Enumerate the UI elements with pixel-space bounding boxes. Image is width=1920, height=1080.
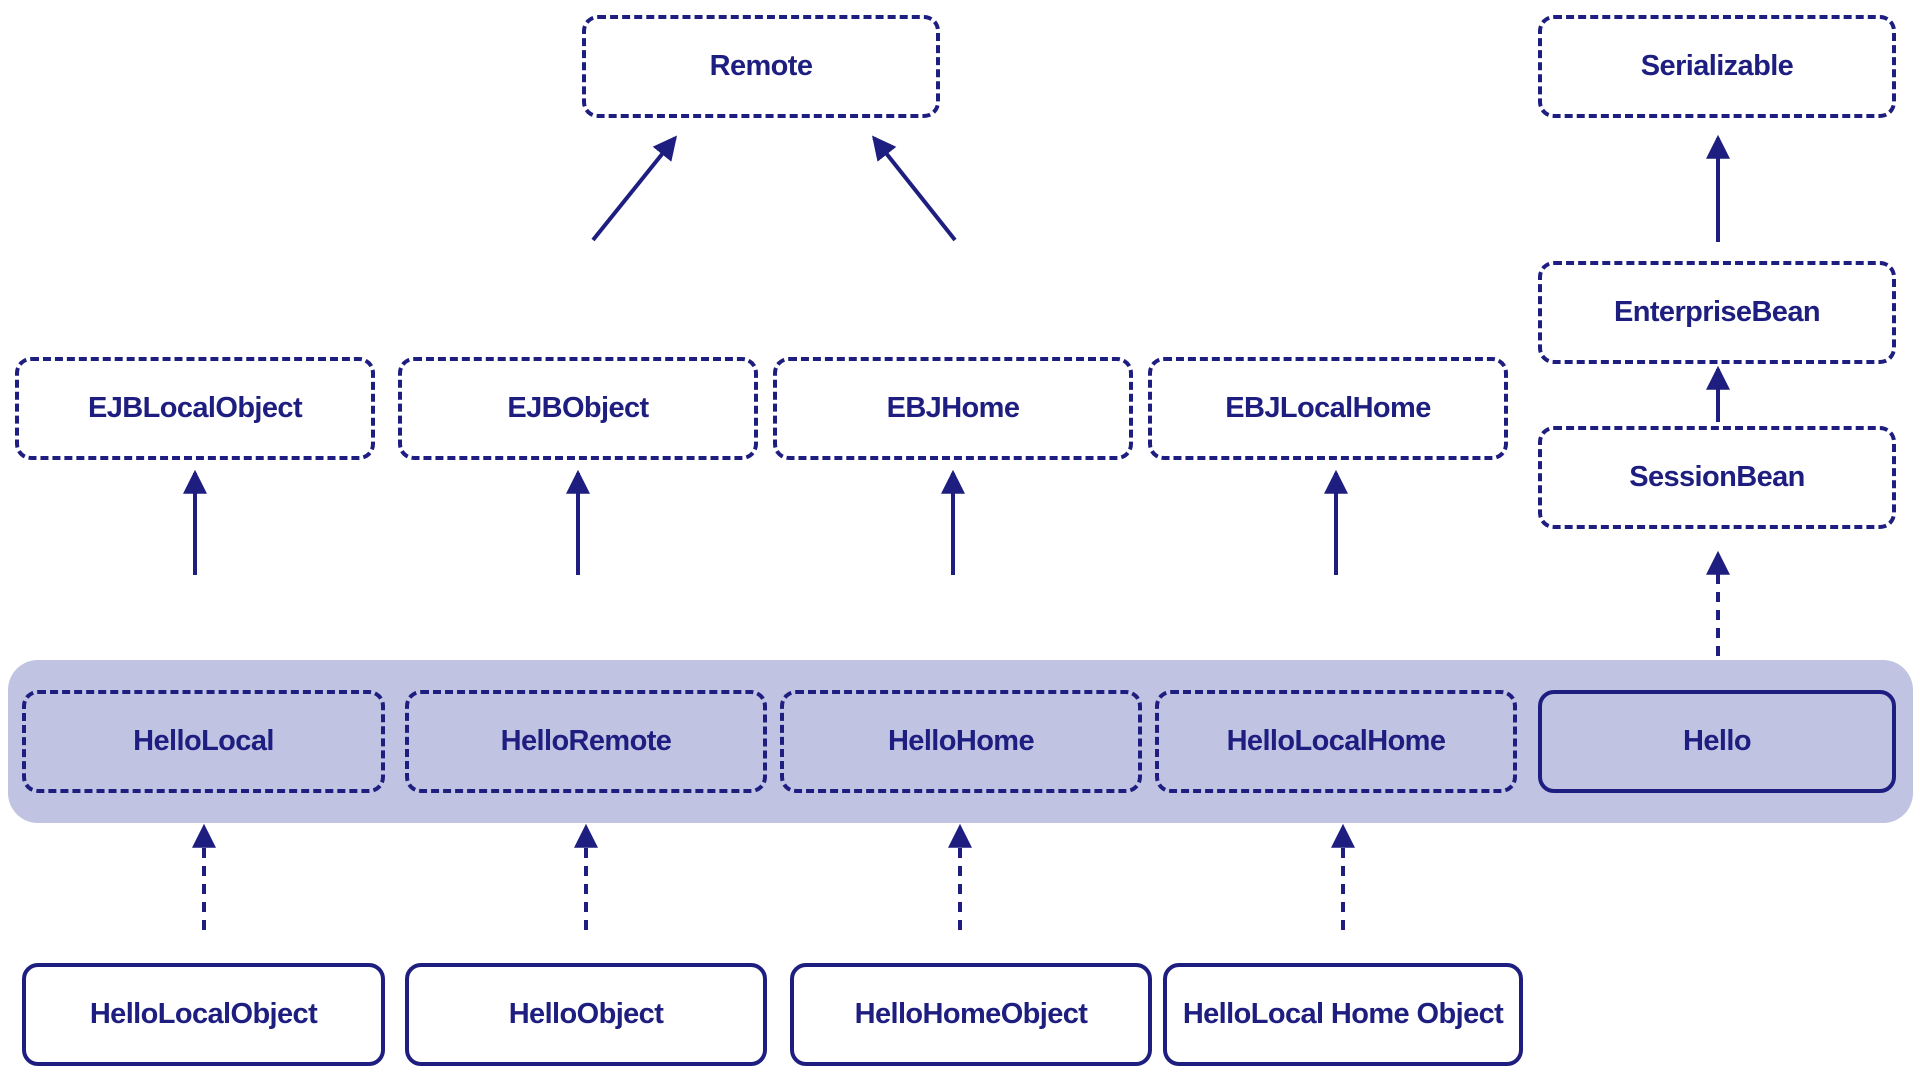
hellolocalhome-label: HelloLocalHome [1226,725,1446,757]
helloremote-box: HelloRemote [405,690,767,793]
arrow-ejbobject-to-remote [591,135,678,242]
ebjlocalhome-interface-box: EBJLocalHome [1148,357,1508,460]
helloobject-box: HelloObject [405,963,767,1066]
hellolocalobject-label: HelloLocalObject [89,998,318,1030]
hellohome-box: HelloHome [780,690,1142,793]
hellohomeobject-box: HelloHomeObject [790,963,1152,1066]
ebjhome-label: EBJHome [886,392,1020,424]
helloobject-label: HelloObject [508,998,664,1030]
enterprisebean-interface-box: EnterpriseBean [1538,261,1896,364]
hellolocal-box: HelloLocal [22,690,385,793]
hello-bean-box: Hello [1538,690,1896,793]
hellolocalobject-box: HelloLocalObject [22,963,385,1066]
serializable-interface-box: Serializable [1538,15,1896,118]
hellohome-label: HelloHome [887,725,1035,757]
ejblocalobject-label: EJBLocalObject [88,392,303,424]
ebjhome-interface-box: EBJHome [773,357,1133,460]
helloremote-label: HelloRemote [500,725,672,757]
enterprisebean-label: EnterpriseBean [1614,296,1821,328]
ejbobject-label: EJBObject [507,392,649,424]
hellohomeobject-label: HelloHomeObject [854,998,1088,1030]
ejbobject-interface-box: EJBObject [398,357,758,460]
remote-label: Remote [709,50,813,82]
sessionbean-interface-box: SessionBean [1538,426,1896,529]
remote-interface-box: Remote [582,15,940,118]
sessionbean-label: SessionBean [1629,461,1805,493]
hellolocalhomeobject-box: HelloLocal Home Object [1163,963,1523,1066]
hellolocalhomeobject-label: HelloLocal Home Object [1182,998,1504,1030]
hellolocal-label: HelloLocal [133,725,274,757]
ejblocalobject-interface-box: EJBLocalObject [15,357,375,460]
arrow-ebjhome-to-remote [872,135,957,242]
hello-label: Hello [1683,725,1752,757]
hellolocalhome-box: HelloLocalHome [1155,690,1517,793]
serializable-label: Serializable [1640,50,1794,82]
ebjlocalhome-label: EBJLocalHome [1225,392,1431,424]
user-types-band [8,660,1913,823]
